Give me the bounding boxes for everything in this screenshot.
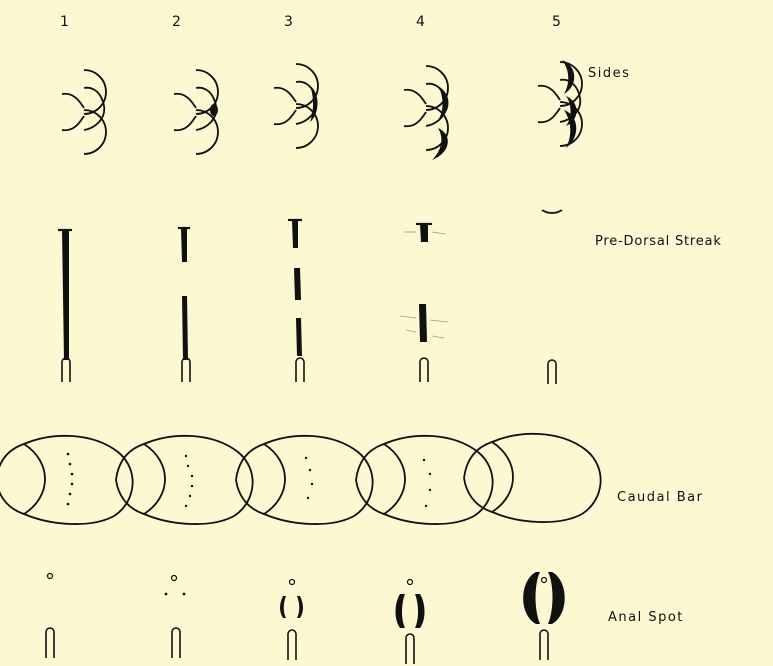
- column-label-5: 5: [552, 14, 561, 30]
- row-label-pre-dorsal-streak: Pre-Dorsal Streak: [595, 234, 722, 249]
- anal-spot-2: [165, 576, 186, 659]
- sides-2: [174, 70, 218, 154]
- anal-spot-3: [280, 580, 303, 661]
- row-label-sides: Sides: [588, 66, 630, 81]
- anal-spot-1: [46, 574, 54, 659]
- column-label-4: 4: [416, 14, 425, 30]
- pre-dorsal-1: [58, 230, 72, 382]
- caudal-bar-1: [0, 436, 133, 524]
- row-label-caudal-bar: Caudal Bar: [617, 490, 703, 505]
- sides-3: [274, 64, 318, 148]
- caudal-bar-2: [116, 436, 253, 524]
- caudal-bar-4: [356, 436, 493, 524]
- caudal-bar-3: [236, 436, 373, 524]
- sides-4: [404, 66, 449, 160]
- pre-dorsal-5: [542, 210, 562, 384]
- sides-5: [538, 60, 582, 148]
- column-label-1: 1: [60, 14, 69, 30]
- row-label-anal-spot: Anal Spot: [608, 610, 684, 625]
- sides-1: [62, 70, 106, 154]
- pre-dorsal-4: [400, 224, 448, 382]
- pre-dorsal-2: [178, 228, 190, 382]
- pre-dorsal-3: [288, 220, 304, 382]
- caudal-bar-5: [464, 434, 601, 522]
- column-label-3: 3: [284, 14, 293, 30]
- anal-spot-4: [396, 580, 425, 665]
- anal-spot-5: [523, 572, 565, 660]
- column-label-2: 2: [172, 14, 181, 30]
